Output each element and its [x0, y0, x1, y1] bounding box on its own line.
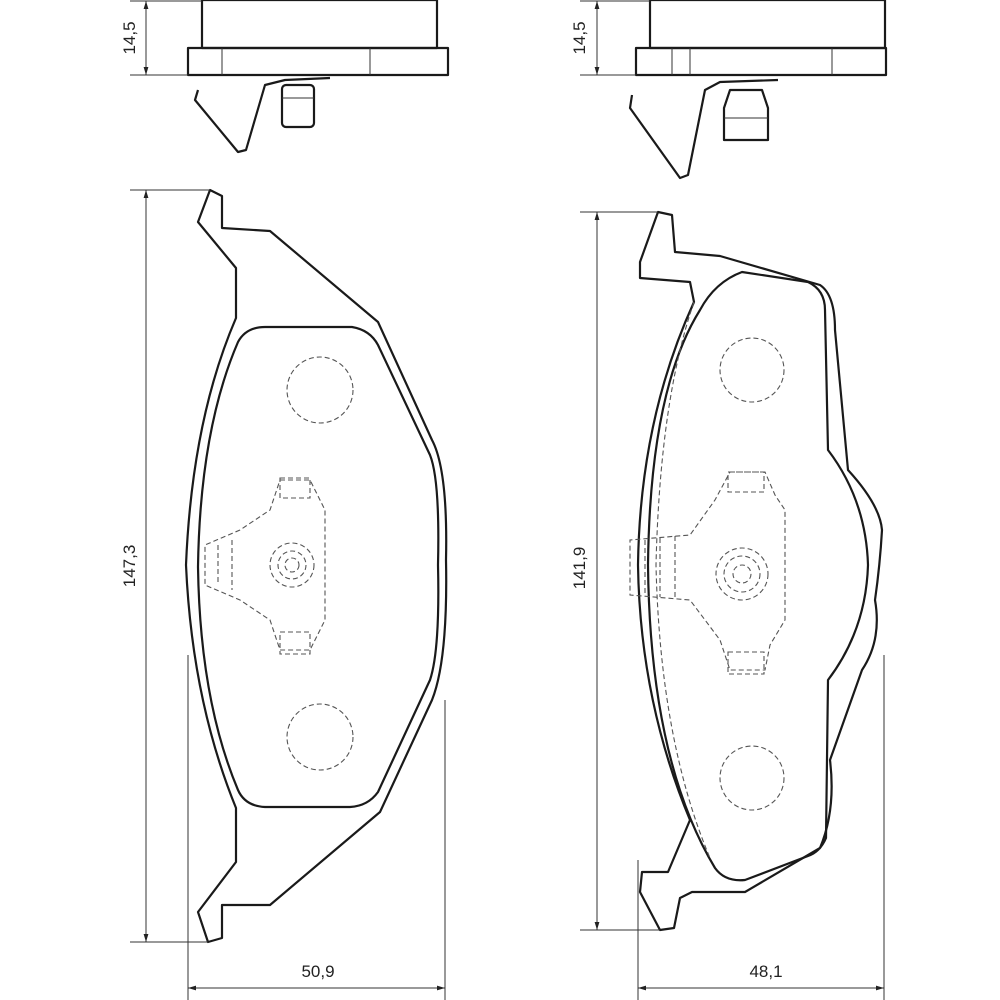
right-width-label: 48,1	[749, 962, 782, 981]
left-width-label: 50,9	[301, 962, 334, 981]
right-thickness-label: 14,5	[570, 21, 589, 54]
right-pad-dimensions: 14,5 141,9 48,1	[570, 0, 885, 1000]
left-pad-side-view	[186, 0, 450, 154]
left-height-label: 147,3	[120, 545, 139, 588]
right-pad-front-view	[629, 210, 884, 932]
left-pad-dimensions: 14,5 147,3 50,9	[120, 0, 446, 1000]
right-pad-side-view	[628, 0, 888, 180]
left-thickness-label: 14,5	[120, 21, 139, 54]
left-pad-front-view	[184, 188, 448, 944]
right-height-label: 141,9	[570, 547, 589, 590]
